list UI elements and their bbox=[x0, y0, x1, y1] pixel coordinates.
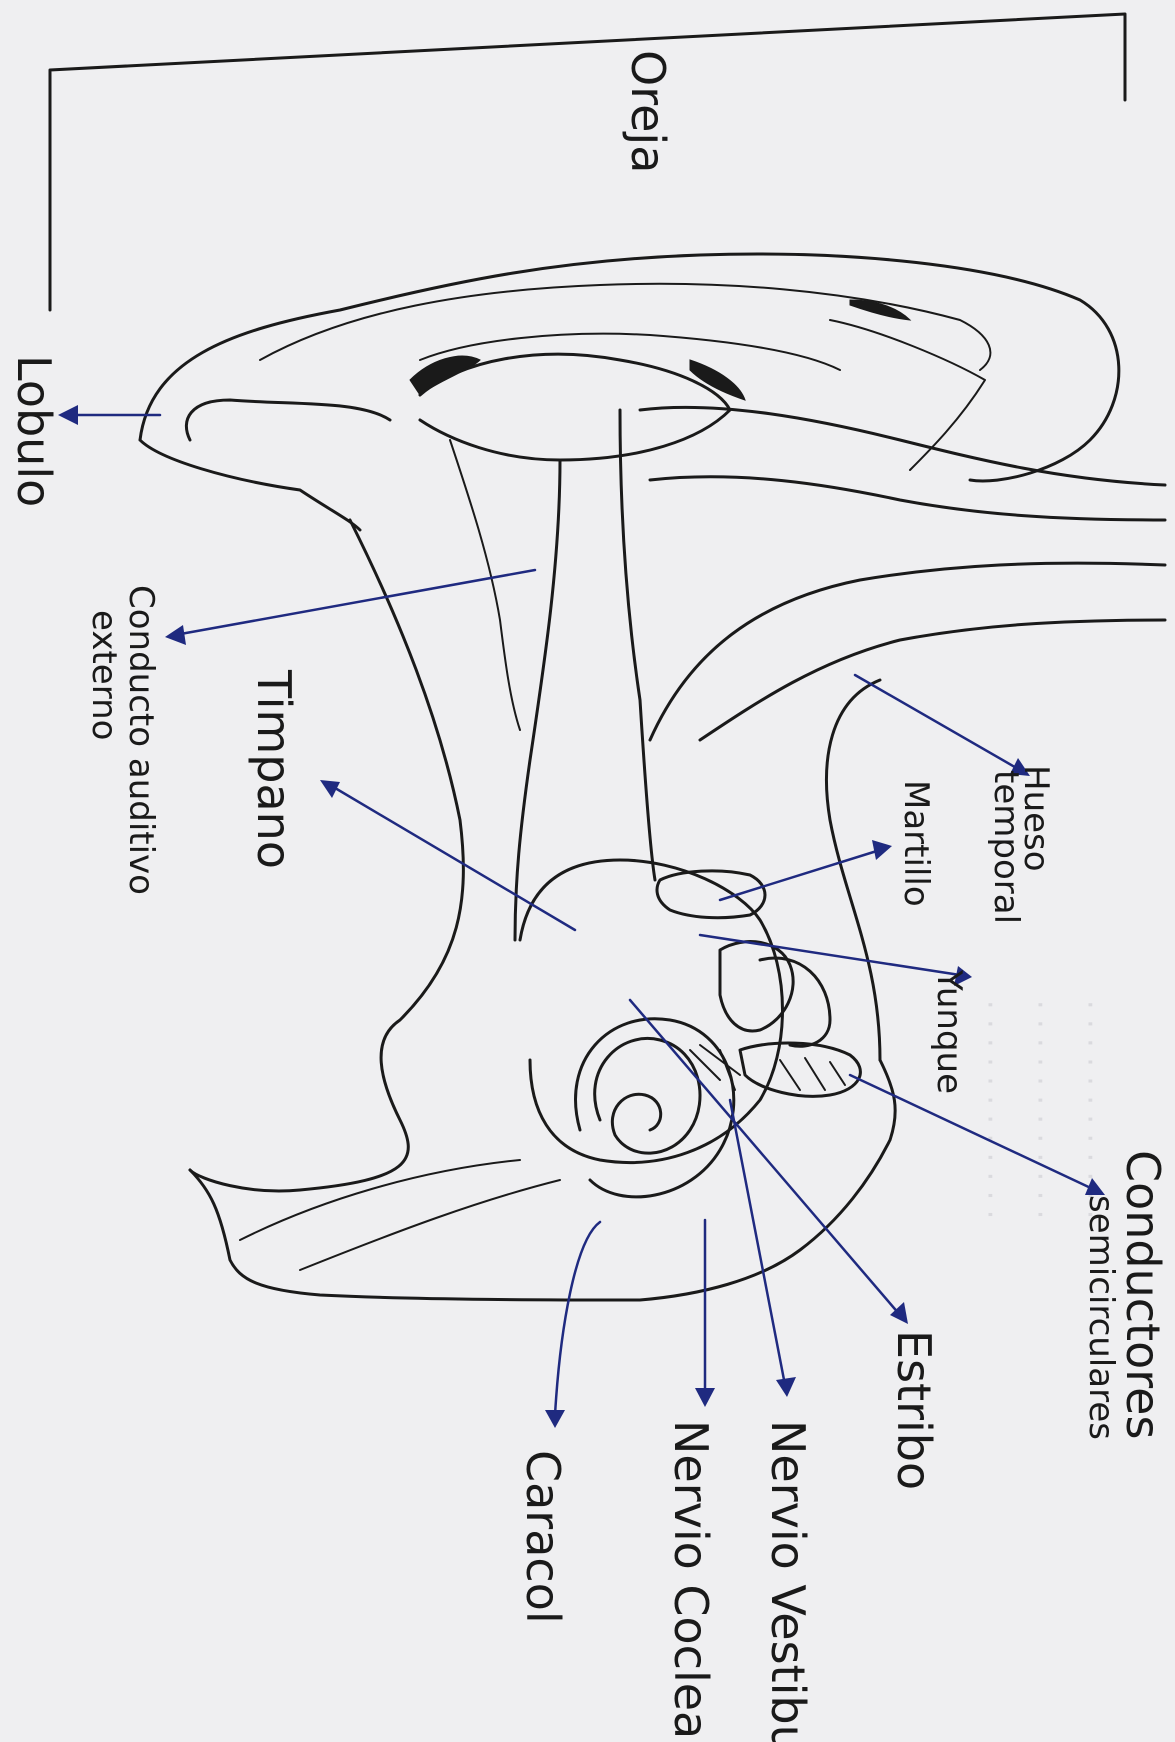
label-nervio-coclear: Nervio Coclear bbox=[664, 1420, 718, 1742]
skull-base-lines bbox=[240, 1160, 560, 1270]
label-timpano: Timpano bbox=[247, 669, 301, 869]
label-conducto-1: Conducto auditivo bbox=[121, 585, 161, 895]
temporal-inner-2 bbox=[700, 620, 1165, 740]
pinna-outline bbox=[140, 254, 1119, 530]
label-nervio-vestibular: Nervio Vestibular bbox=[761, 1420, 815, 1742]
svg-text:· · · · · · · · · · · ·: · · · · · · · · · · · · bbox=[972, 1000, 1007, 1219]
skull-base bbox=[190, 1060, 895, 1300]
semicircular-canal-1 bbox=[740, 1043, 860, 1096]
skull-outline bbox=[190, 520, 463, 1191]
label-oreja: Oreja bbox=[621, 50, 675, 173]
oreja-bracket bbox=[50, 14, 1125, 310]
tympanic-cavity bbox=[520, 860, 783, 1163]
malleus bbox=[657, 871, 765, 918]
canal-skin-line bbox=[450, 440, 520, 730]
label-conductores-1: Conductores bbox=[1116, 1150, 1170, 1439]
temporal-inner-1 bbox=[650, 563, 1165, 740]
label-lobulo: Lobulo bbox=[7, 355, 61, 507]
arrows bbox=[58, 405, 1105, 1428]
svg-text:· · · · · · · · · · · ·: · · · · · · · · · · · · bbox=[1022, 1000, 1057, 1219]
lobe-outline bbox=[186, 400, 390, 440]
cochlea-outer bbox=[576, 1019, 734, 1197]
label-hueso-2: temporal bbox=[986, 770, 1026, 924]
helix-inner bbox=[260, 284, 990, 370]
semicircular-canal-3 bbox=[760, 958, 830, 1046]
temporal-inner-3 bbox=[827, 680, 880, 1060]
label-martillo: Martillo bbox=[896, 780, 936, 907]
semicircular-canal-2 bbox=[780, 1058, 845, 1090]
label-caracol: Caracol bbox=[516, 1450, 570, 1624]
helix-rim bbox=[830, 320, 985, 470]
label-conductores-2: semicirculares bbox=[1081, 1195, 1121, 1440]
temporal-top-2 bbox=[650, 477, 1165, 520]
label-estribo: Estribo bbox=[887, 1330, 941, 1490]
canal-lower-wall bbox=[515, 460, 560, 940]
label-conducto-2: externo bbox=[84, 610, 124, 740]
concha-dark bbox=[410, 356, 480, 395]
cochlea bbox=[595, 1038, 700, 1153]
label-yunque: Yunque bbox=[929, 969, 969, 1094]
